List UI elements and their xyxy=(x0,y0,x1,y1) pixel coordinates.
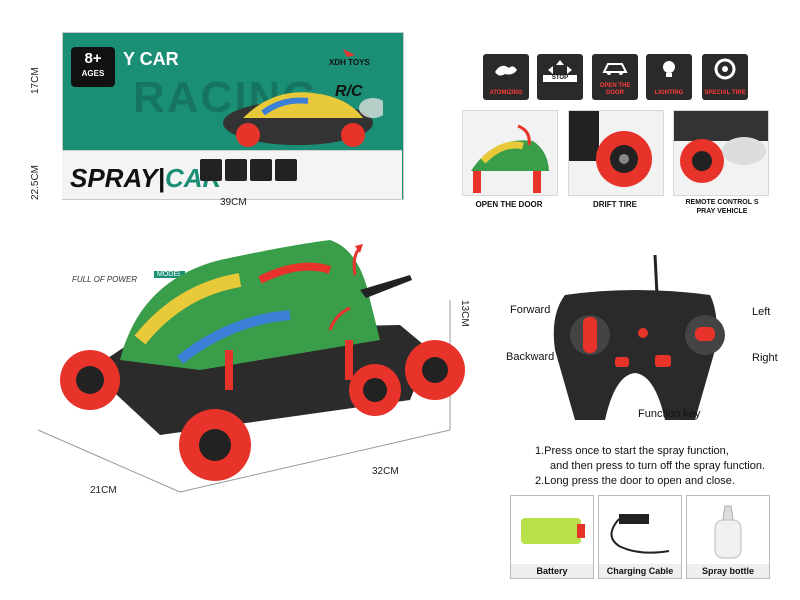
remote-indicator xyxy=(638,328,648,338)
feature-label: OPEN THE DOOR xyxy=(599,83,631,96)
accessory-charging-cable: Charging Cable xyxy=(598,495,682,579)
instruction-line-2: and then press to turn off the spray fun… xyxy=(550,460,766,472)
box-icon-1 xyxy=(200,159,222,181)
remote-control xyxy=(553,255,725,420)
car-length-dimension: 32CM xyxy=(372,466,399,477)
age-badge: 8+ AGES xyxy=(71,47,115,87)
battery-image xyxy=(521,518,585,544)
spray-icon xyxy=(495,65,517,76)
feature-atomizing: ATOMIZING xyxy=(483,54,529,100)
feature-label: SPECIAL TIRE xyxy=(704,90,746,96)
throttle-stick xyxy=(583,317,597,353)
label-backward: Backward xyxy=(506,351,555,363)
cable-image xyxy=(610,514,670,554)
box-icon-2 xyxy=(225,159,247,181)
age-label: AGES xyxy=(81,69,105,78)
box-title: SPRAY|CAR xyxy=(70,163,222,193)
label-left: Left xyxy=(752,306,771,318)
remote-red-button xyxy=(615,357,629,367)
accessory-name: Charging Cable xyxy=(599,564,681,578)
photo-spray-vehicle xyxy=(673,110,769,196)
function-key-button xyxy=(655,355,671,367)
drift-tire-image xyxy=(569,111,663,195)
box-height-dimension: 17CM xyxy=(30,67,41,94)
wheel-front-right xyxy=(349,364,401,416)
box-icon-4 xyxy=(275,159,297,181)
label-forward: Forward xyxy=(510,304,551,316)
box-tagline: FULL OF POWER xyxy=(72,275,138,284)
instruction-line-3: 2.Long press the door to open and close. xyxy=(535,475,735,487)
instruction-line-1: 1.Press once to start the spray function… xyxy=(535,445,729,457)
wheel-rear-left xyxy=(179,409,251,481)
caption-spray-vehicle: REMOTE CONTROL S PRAY VEHICLE xyxy=(685,199,759,215)
feature-lighting: LIGHTING xyxy=(646,54,692,100)
bottle-image xyxy=(714,505,742,559)
tire-icon xyxy=(714,58,736,80)
box-model-text: Y CAR xyxy=(123,49,179,69)
box-feature-icons xyxy=(200,159,297,181)
feature-special-tire: SPECIAL TIRE xyxy=(702,54,748,100)
label-function-key: Function key xyxy=(638,408,701,420)
wheel-front-left xyxy=(60,350,120,410)
box-car-image xyxy=(223,92,383,147)
model-badge: MODEL xyxy=(154,271,185,278)
accessory-spray-bottle: Spray bottle xyxy=(686,495,770,579)
box-depth-dimension: 22.5CM xyxy=(30,164,41,200)
photo-drift-tire xyxy=(568,110,664,196)
box-title-left: SPRAY xyxy=(70,163,158,193)
box-front-panel: 8+ AGES Y CAR RACING XDH TOYS R/C xyxy=(62,32,404,200)
box-width-dimension: 39CM xyxy=(220,197,247,208)
feature-label: ATOMIZING xyxy=(489,90,523,96)
caption-drift-tire: DRIFT TIRE xyxy=(593,200,637,209)
accessory-name: Spray bottle xyxy=(687,564,769,578)
spray-vehicle-image xyxy=(674,111,768,195)
car-height-dimension: 13CM xyxy=(459,300,470,327)
steering-stick xyxy=(695,327,715,341)
accessory-name: Battery xyxy=(511,564,593,578)
car-illustration xyxy=(37,240,465,493)
age-number: 8+ xyxy=(84,50,102,67)
wheel-rear-right xyxy=(405,340,465,400)
rc-logo: R/C xyxy=(335,83,363,100)
feature-label: STOP xyxy=(543,75,577,82)
photo-open-door xyxy=(462,110,558,196)
accessory-battery: Battery xyxy=(510,495,594,579)
product-box: 8+ AGES Y CAR RACING XDH TOYS R/C FULL O… xyxy=(62,32,404,284)
feature-open-door: OPEN THE DOOR xyxy=(592,54,638,100)
label-right: Right xyxy=(752,352,778,364)
box-icon-3 xyxy=(250,159,272,181)
feature-label: LIGHTING xyxy=(654,90,684,96)
feature-stop: STOP xyxy=(537,54,583,100)
brand-logo: XDH TOYS xyxy=(325,47,375,69)
box-side-panel: FULL OF POWER MODEL SPRAY|CAR xyxy=(62,150,402,284)
brand-text: XDH TOYS xyxy=(329,58,370,67)
car-depth-dimension: 21CM xyxy=(90,485,117,496)
caption-open-door: OPEN THE DOOR xyxy=(475,200,543,209)
car-door-icon xyxy=(602,63,628,75)
open-door-image xyxy=(463,111,557,195)
lightbulb-icon xyxy=(663,61,675,77)
